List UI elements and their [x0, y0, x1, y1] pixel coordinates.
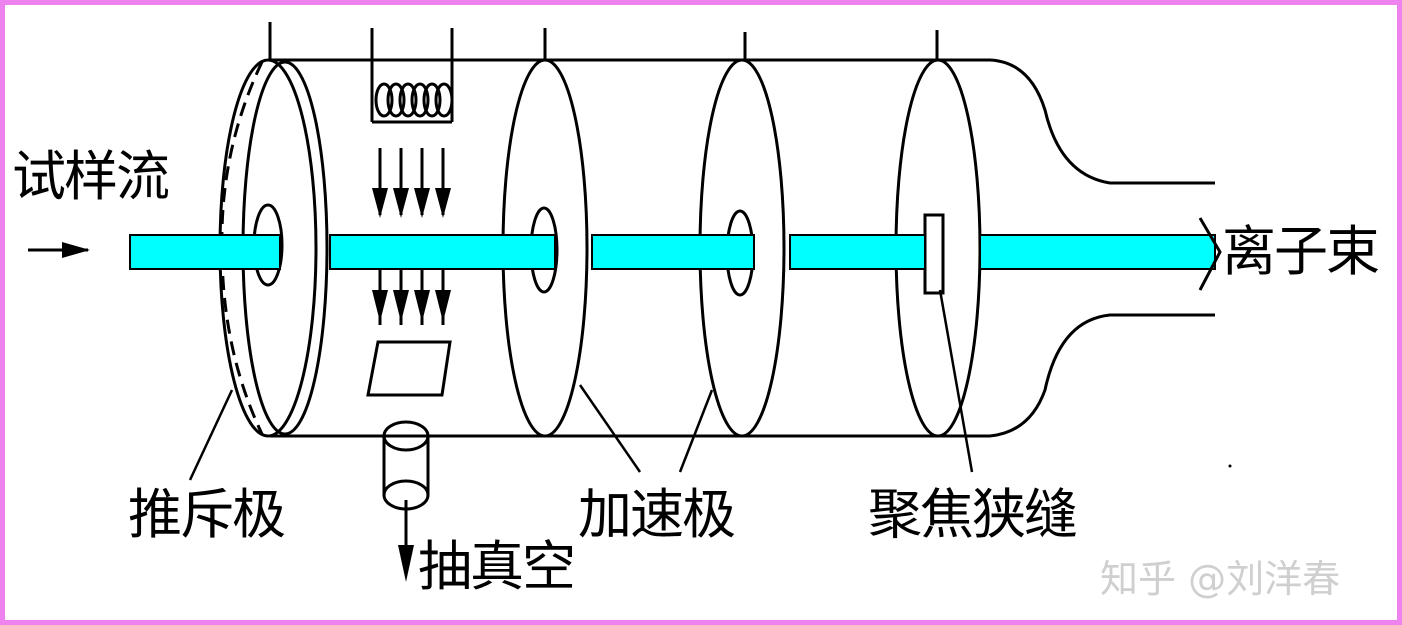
label-sample-flow: 试样流	[12, 145, 170, 208]
ion-beam	[129, 234, 1216, 270]
electron-collector	[366, 340, 452, 397]
repeller-plate	[218, 22, 329, 438]
cylinder-bottom-line	[270, 313, 1215, 438]
dot	[1228, 464, 1232, 468]
electron-arrows	[372, 148, 451, 325]
beam-arrowhead	[1198, 217, 1222, 291]
label-ion-beam: 离子束	[1222, 220, 1380, 283]
label-focus-slit: 聚焦狭缝	[868, 483, 1078, 546]
focus-plate	[894, 30, 982, 438]
vacuum-pipe	[382, 420, 430, 582]
leader-lines	[188, 289, 974, 481]
label-accelerator: 加速极	[578, 483, 736, 546]
label-vacuum: 抽真空	[418, 535, 576, 598]
label-repeller: 推斥极	[128, 483, 286, 546]
sample-flow-arrow	[28, 242, 90, 258]
watermark: 知乎 @刘洋春	[1100, 557, 1341, 601]
accelerator-plate-1	[501, 28, 589, 438]
filament	[370, 28, 454, 124]
cylinder-top-line	[270, 58, 1215, 185]
